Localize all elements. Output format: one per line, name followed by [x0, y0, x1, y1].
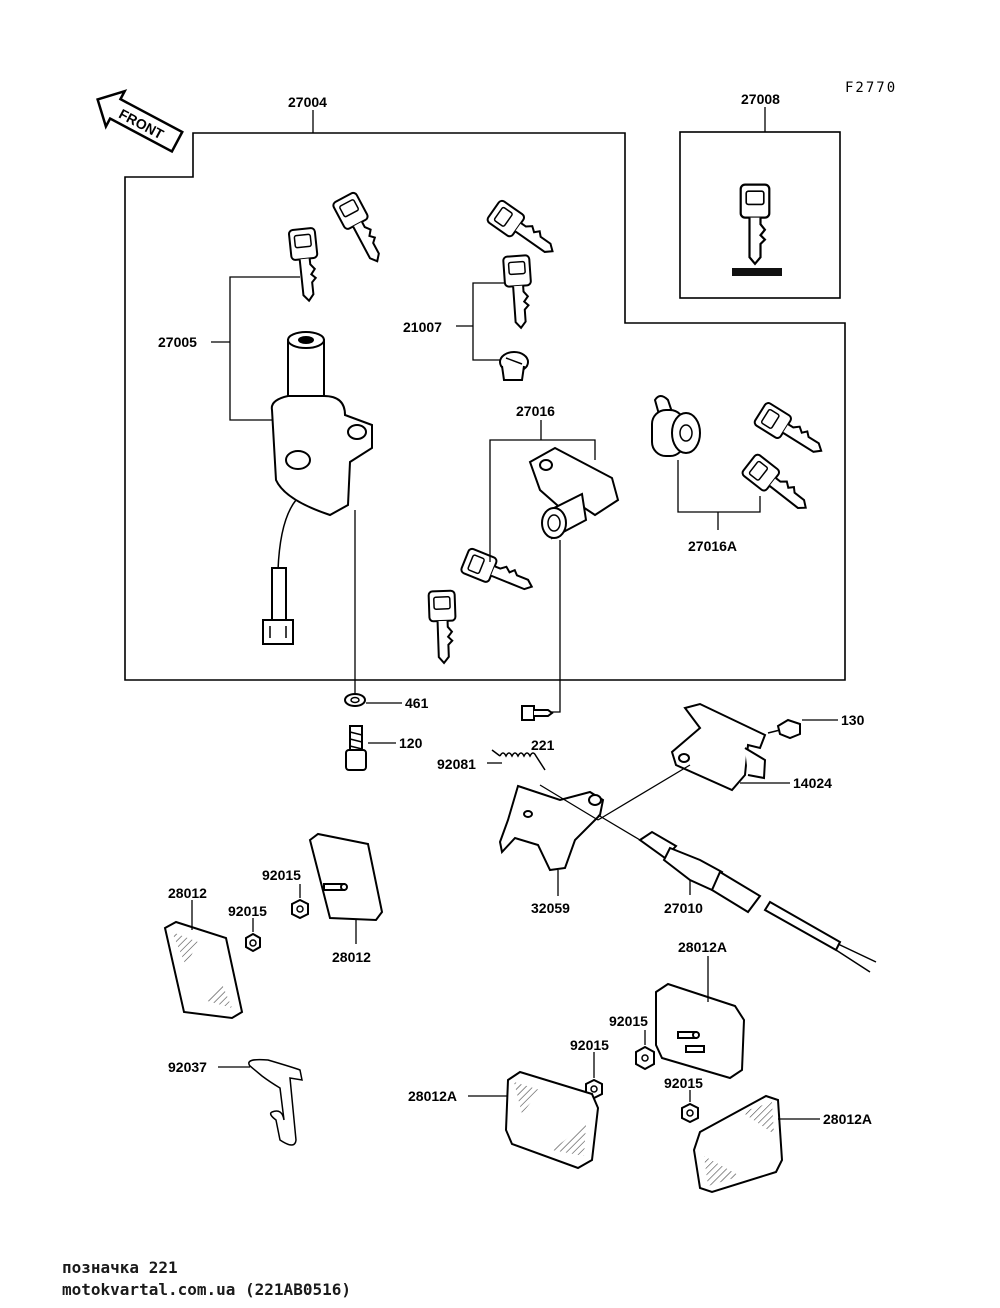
label-92015-c: 92015 [609, 1013, 648, 1029]
label-14024: 14024 [793, 775, 832, 791]
group-outline-27004 [124, 132, 846, 681]
reflector-28012A-back [655, 982, 746, 1080]
label-92015-a: 92015 [262, 867, 301, 883]
ignition-switch-27005 [262, 190, 390, 645]
reflector-28012-back [308, 832, 384, 922]
label-92037: 92037 [168, 1059, 207, 1075]
label-461: 461 [405, 695, 429, 711]
reflector-28012A-front-right [692, 1094, 784, 1194]
nut-92015-c [635, 1045, 655, 1071]
front-arrow-icon: FRONT [96, 89, 184, 154]
blank-key-27008 [739, 183, 771, 265]
label-28012A-left: 28012A [408, 1088, 457, 1104]
nut-92015-a [291, 898, 309, 920]
switch-27010 [597, 814, 877, 973]
label-27004: 27004 [288, 94, 327, 110]
nut-92015-e [681, 1102, 699, 1124]
label-32059: 32059 [531, 900, 570, 916]
helmet-lock-27016 [427, 446, 620, 665]
bolt-120 [345, 725, 367, 771]
label-27016A: 27016A [688, 538, 737, 554]
label-28012-left: 28012 [168, 885, 207, 901]
lock-set-27016A [651, 395, 830, 519]
footer-note: позначка 221 [62, 1258, 178, 1277]
label-27010: 27010 [664, 900, 703, 916]
screw-221 [521, 705, 554, 721]
bolt-130 [767, 718, 801, 740]
key-tag-27008 [732, 268, 782, 276]
seat-lock-keys-21007 [485, 198, 561, 381]
label-28012-right: 28012 [332, 949, 371, 965]
label-28012A-top: 28012A [678, 939, 727, 955]
reflector-28012-front [163, 920, 244, 1020]
washer-461 [344, 693, 366, 707]
footer-source: motokvartal.com.ua (221AB0516) [62, 1280, 351, 1299]
sheet-code: F2770 [845, 80, 897, 96]
label-27005: 27005 [158, 334, 197, 350]
spring-92081 [491, 749, 546, 771]
group-outline-27008 [679, 131, 841, 299]
plate-32059 [498, 784, 605, 872]
label-92081: 92081 [437, 756, 476, 772]
label-92015-d: 92015 [570, 1037, 609, 1053]
label-21007: 21007 [403, 319, 442, 335]
bracket-14024 [670, 702, 767, 792]
label-120: 120 [399, 735, 423, 751]
reflector-28012A-front-left [504, 1070, 600, 1170]
label-92015-b: 92015 [228, 903, 267, 919]
nut-92015-b [245, 932, 261, 953]
label-92015-e: 92015 [664, 1075, 703, 1091]
clip-92037 [248, 1058, 303, 1146]
label-130: 130 [841, 712, 865, 728]
label-221: 221 [531, 737, 555, 753]
label-28012A-right: 28012A [823, 1111, 872, 1127]
label-27008: 27008 [741, 91, 780, 107]
label-27016: 27016 [516, 403, 555, 419]
